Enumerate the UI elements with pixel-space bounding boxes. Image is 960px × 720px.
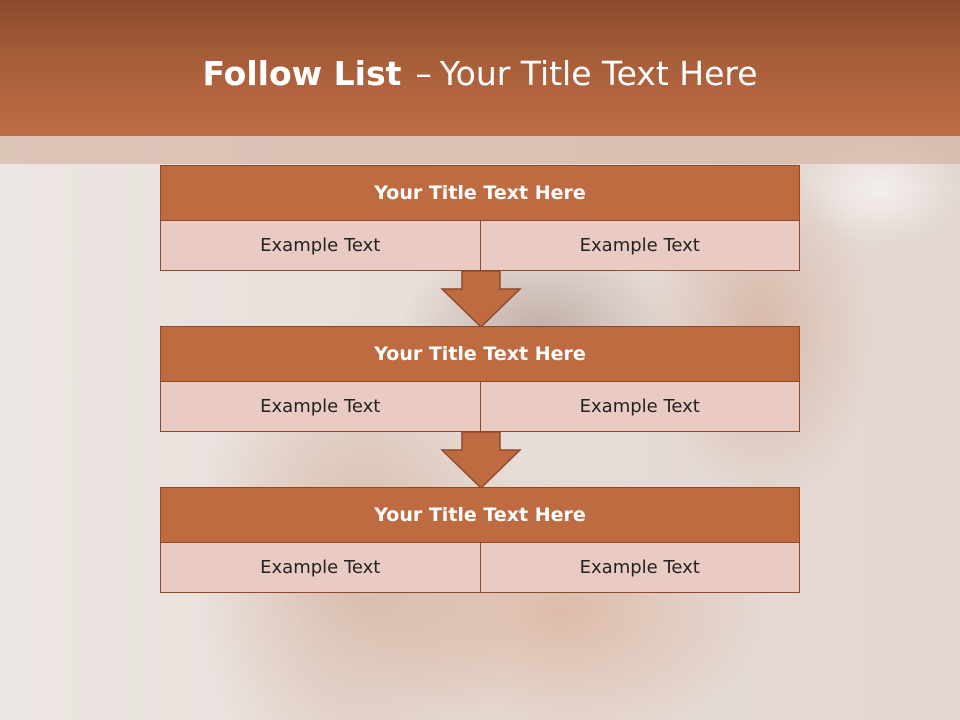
slide-title: Follow List–Your Title Text Here: [0, 54, 960, 93]
step-title: Your Title Text Here: [160, 487, 800, 543]
down-arrow-icon: [440, 271, 522, 329]
slide-title-dash: –: [415, 54, 432, 93]
step-box-3: Your Title Text Here Example Text Exampl…: [160, 487, 800, 593]
step-title: Your Title Text Here: [160, 165, 800, 221]
step-cell-right: Example Text: [480, 543, 800, 593]
slide-title-bold: Follow List: [202, 54, 402, 93]
step-box-1: Your Title Text Here Example Text Exampl…: [160, 165, 800, 271]
header-band: [0, 0, 960, 136]
step-box-2: Your Title Text Here Example Text Exampl…: [160, 326, 800, 432]
step-cell-right: Example Text: [480, 221, 800, 271]
step-cell-right: Example Text: [480, 382, 800, 432]
step-cell-left: Example Text: [160, 221, 481, 271]
step-row: Example Text Example Text: [160, 543, 800, 593]
step-row: Example Text Example Text: [160, 382, 800, 432]
step-cell-left: Example Text: [160, 382, 481, 432]
down-arrow-icon: [440, 432, 522, 490]
step-row: Example Text Example Text: [160, 221, 800, 271]
step-title: Your Title Text Here: [160, 326, 800, 382]
step-cell-left: Example Text: [160, 543, 481, 593]
slide-title-rest: Your Title Text Here: [439, 54, 758, 93]
header-strip: [0, 136, 960, 164]
